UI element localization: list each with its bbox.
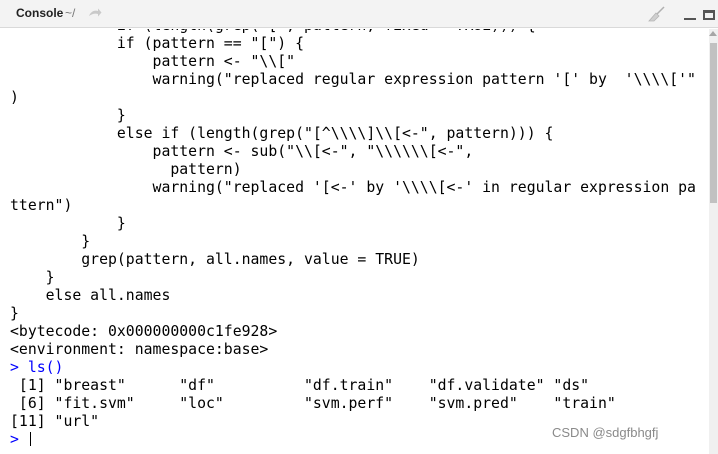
arrow-icon[interactable]: [88, 7, 102, 19]
console-output-area[interactable]: if (length(grep("[", pattern, fixed = TR…: [0, 29, 709, 454]
console-input-line: >: [10, 431, 696, 449]
console-output-line: else all.names: [10, 287, 171, 304]
console-output-line: [1] "breast" "df" "df.train" "df.validat…: [10, 377, 590, 394]
minimize-pane-button[interactable]: [684, 10, 696, 20]
console-output-line: else if (length(grep("[^\\\\]\\[<-", pat…: [10, 125, 554, 142]
console-output-line: pattern <- sub("\\[<-", "\\\\\\[<-",: [10, 143, 474, 160]
console-output-line: <bytecode: 0x000000000c1fe928>: [10, 323, 278, 340]
console-output-line: warning("replaced '[<-' by '\\\\[<-' in …: [10, 179, 696, 196]
console-output-line: ): [10, 89, 19, 106]
scrollbar-thumb[interactable]: [710, 43, 717, 203]
console-output-line: warning("replaced regular expression pat…: [10, 71, 696, 88]
vertical-scrollbar[interactable]: [709, 29, 718, 454]
console-output-line: if (length(grep("[", pattern, fixed = TR…: [10, 29, 696, 35]
working-directory[interactable]: ~/: [65, 6, 76, 20]
console-toolbar: Console ~/: [0, 0, 718, 28]
console-output-line: <environment: namespace:base>: [10, 341, 269, 358]
console-output-line: grep(pattern, all.names, value = TRUE): [10, 251, 420, 268]
console-output-line: }: [10, 215, 126, 232]
console-output-line: }: [10, 305, 19, 322]
console-output-line: [6] "fit.svm" "loc" "svm.perf" "svm.pred…: [10, 395, 616, 412]
console-output-line: [11] "url": [10, 413, 100, 430]
console-output-line: }: [10, 233, 91, 250]
maximize-pane-button[interactable]: [703, 10, 715, 20]
scroll-up-arrow-icon[interactable]: [709, 31, 717, 36]
watermark: CSDN @sdgfbhgfj: [552, 425, 659, 440]
text-cursor: [29, 432, 31, 446]
console-tab-title[interactable]: Console: [16, 6, 64, 20]
console-output-line: }: [10, 269, 55, 286]
broom-icon[interactable]: [648, 6, 666, 22]
console-output-line: if (pattern == "[") {: [10, 35, 304, 52]
console-output-line: }: [10, 107, 126, 124]
console-input-line: > ls(): [10, 359, 64, 376]
console-output-line: pattern <- "\\[": [10, 53, 296, 70]
console-lines: if (length(grep("[", pattern, fixed = TR…: [10, 29, 696, 449]
console-output-line: pattern): [10, 161, 242, 178]
console-output-line: ttern"): [10, 197, 73, 214]
